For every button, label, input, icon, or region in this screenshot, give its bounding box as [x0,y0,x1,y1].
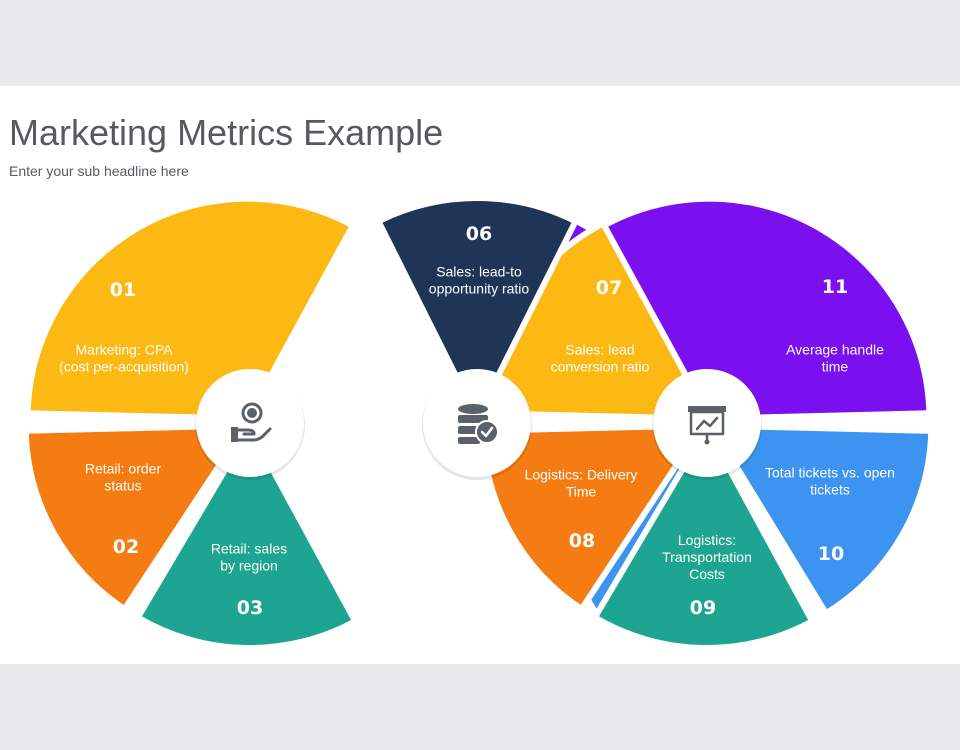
segment-number: 04 [359,543,385,565]
segment-label-line: Retail: order [85,461,162,477]
segment-label-line: Overtime Hours [307,359,405,375]
segment-shape-03 [134,424,359,652]
segment-number: 08 [569,530,595,552]
segment-shape-09 [591,424,816,652]
segment-label: Human Resources:Absenteeism Rate [312,468,432,501]
hand-coin-person-icon [231,402,272,442]
segment-label-line: Retail: sales [211,541,287,557]
segment-number: 07 [596,277,622,299]
slide-title: Marketing Metrics Example [9,112,444,153]
segment-shape-02 [22,422,249,613]
segment-label-line: Marketing: CPA [76,342,174,358]
segment-label-line: conversion ratio [551,359,650,375]
segment-label-line: Logistics: [678,532,736,548]
segment-label-line: (cost per-acquisition) [59,359,189,375]
segment-label-line: tickets [810,482,850,498]
segment-label-line: Transportation [662,549,752,565]
hub-circle-3 [652,369,762,480]
segment-number: 03 [237,597,263,619]
segment-label-line: Human Resources: [312,468,432,484]
segment-shape-10 [708,422,935,617]
segment-label: Human Resources:Overtime Hours [296,342,416,375]
segment-label-line: Costs [689,566,725,582]
segment-number: 10 [818,543,844,565]
segment-label-line: opportunity ratio [429,281,530,297]
segment-number: 02 [113,536,139,558]
hub-circle-2 [422,369,532,480]
segment-label-line: Total tickets vs. open [765,465,895,481]
slide-subtitle: Enter your sub headline here [9,163,189,179]
segment-label-line: Human Resources: [296,342,416,358]
segment-label-line: by region [220,558,278,574]
segment-label-line: Logistics: Delivery [525,467,638,483]
segment-label-line: Sales: lead [565,342,634,358]
segment-label: Marketing: CPA(cost per-acquisition) [59,342,189,375]
segment-label-line: Average handle [786,342,884,358]
segment-label-line: Absenteeism Rate [315,485,430,501]
segment-shape-01 [24,195,356,422]
presentation-chart-icon [688,406,726,445]
segment-label-line: Sales: lead-to [436,264,522,280]
slide: Marketing Metrics Example Enter your sub… [0,86,960,664]
hub-circle-1 [195,369,305,480]
segment-label-line: time [822,359,849,375]
segment-number: 11 [822,276,848,298]
segment-label-line: status [104,478,141,494]
segment-shape-06 [375,195,579,421]
database-check-icon [458,404,499,444]
segment-label-line: Time [566,484,597,500]
segment-number: 05 [339,269,365,291]
segment-number: 09 [690,597,716,619]
segment-number: 01 [110,279,136,301]
segment-shape-11 [601,195,933,422]
segment-number: 06 [466,223,492,245]
